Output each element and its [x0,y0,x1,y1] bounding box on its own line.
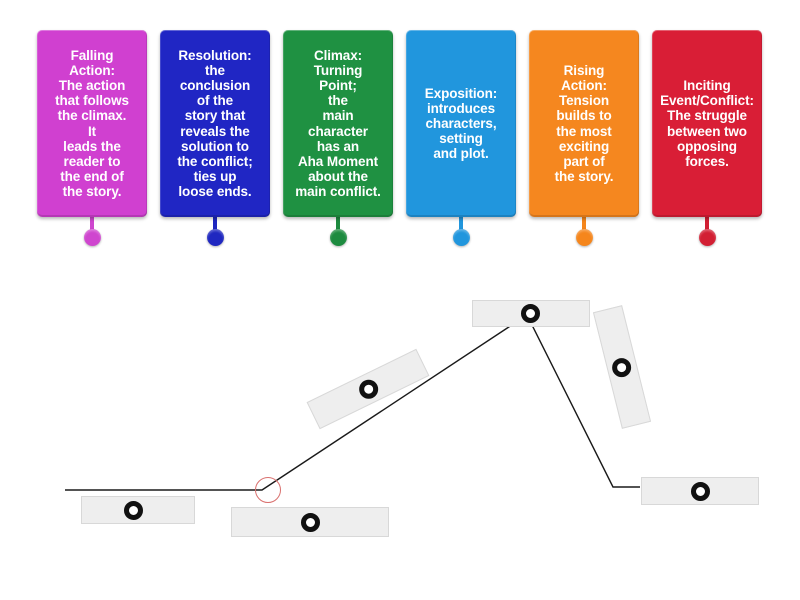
card-pin-knob-rising-action[interactable] [575,229,593,246]
drop-slot-inciting[interactable] [231,507,389,537]
drop-slot-resolution[interactable] [641,477,759,505]
card-pin-stem-rising-action [582,217,586,231]
card-pin-stem-falling-action [90,217,94,231]
drop-target-ring[interactable] [520,304,540,323]
card-pin-stem-climax [336,217,340,231]
card-pin-knob-falling-action[interactable] [83,229,101,246]
card-pin-knob-resolution[interactable] [206,229,224,246]
card-pin-stem-inciting-event [705,217,709,231]
card-pin-knob-inciting-event[interactable] [698,229,716,246]
drop-target-ring[interactable] [300,512,320,532]
card-pin-knob-exposition[interactable] [452,229,470,246]
card-pin-knob-climax[interactable] [329,229,347,246]
drop-target-ring[interactable] [690,481,710,501]
drop-target-ring[interactable] [123,500,143,520]
drop-target-ring[interactable] [358,379,378,399]
card-pin-stem-exposition [459,217,463,231]
drop-target-ring[interactable] [612,357,632,377]
drop-slot-exposition[interactable] [81,496,195,524]
drop-slot-climax[interactable] [472,300,590,327]
active-drop-target-ring[interactable] [255,477,281,503]
card-pin-stem-resolution [213,217,217,231]
